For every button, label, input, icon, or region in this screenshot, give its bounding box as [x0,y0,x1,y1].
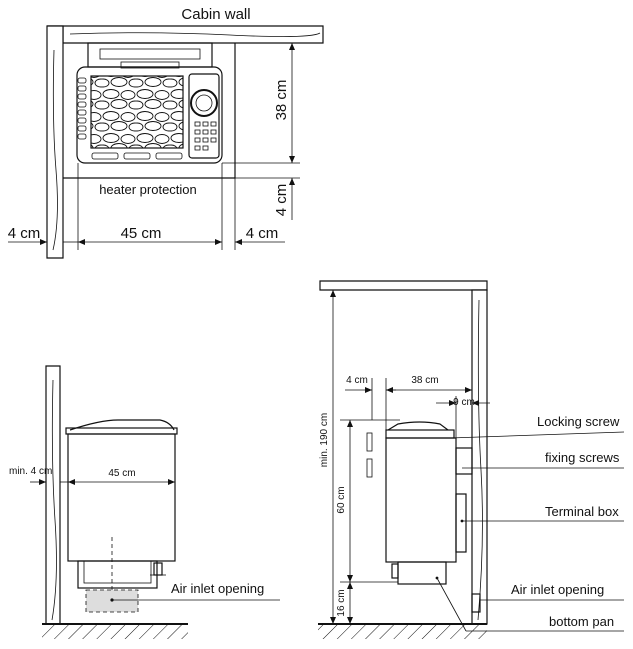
dim-4cm-right-label: 4 cm [246,225,279,242]
cabin-wall-top [47,25,324,44]
front-wall [45,365,61,625]
side-wall [471,289,488,625]
dim-45cm-label: 45 cm [121,225,162,242]
cabin-wall-label: Cabin wall [181,6,250,23]
dim-4cm-vertical-label: 4 cm [273,184,290,217]
side-air-inlet-label: Air inlet opening [511,582,604,597]
side-dim-16cm-label: 16 cm [336,589,347,616]
front-dim-45cm-label: 45 cm [108,468,135,479]
side-dim-4cm-label: 4 cm [346,375,368,386]
side-dim-38cm-label: 38 cm [411,375,438,386]
side-heater [366,421,481,613]
locking-screw-label: Locking screw [537,414,620,429]
side-ceiling [319,280,488,291]
front-air-inlet-label: Air inlet opening [171,581,264,596]
front-view: Air inlet opening min. 4 cm 45 cm [9,365,280,639]
heater-protection-label: heater protection [99,182,197,197]
control-panel [188,73,220,159]
dim-4cm-left-label: 4 cm [8,225,41,242]
control-knob [190,89,218,117]
front-dim-min-4cm-label: min. 4 cm [9,466,52,477]
dim-38cm-label: 38 cm [273,80,290,121]
side-dim-9cm-label: 9 cm [453,397,475,408]
terminal-box [455,493,467,553]
top-view: Cabin wall heater protection [8,6,324,259]
cabin-wall-left [46,25,64,259]
fixing-screws-label: fixing screws [545,450,620,465]
side-dim-min-190cm-label: min. 190 cm [319,413,330,467]
bottom-pan-label: bottom pan [549,614,614,629]
heater-stones [90,75,184,149]
heater-top-view [76,42,223,164]
side-view: min. 190 cm 60 cm 16 cm 4 cm 38 cm 9 cm … [318,280,625,639]
side-dim-60cm-label: 60 cm [336,486,347,513]
front-heater [65,419,178,589]
terminal-box-label: Terminal box [545,504,619,519]
